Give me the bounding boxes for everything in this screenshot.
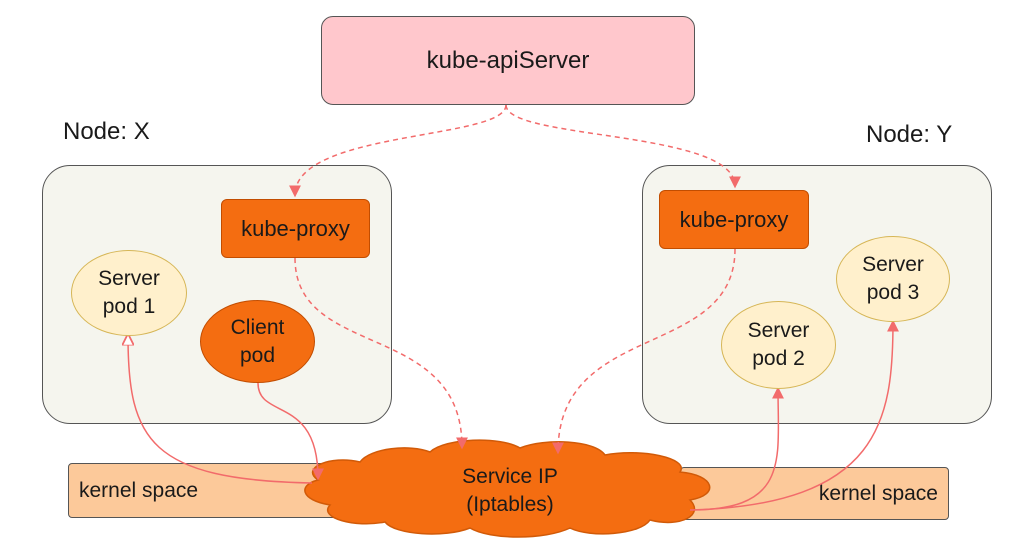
server-pod-3-line2: pod 3 [866,281,920,304]
service-ip-cloud [304,439,711,538]
server-pod-2: Server pod 2 [721,301,836,389]
kernel-space-y: kernel space [680,467,949,520]
client-pod-line1: Client [230,315,285,339]
server-pod-1-line1: Server [98,267,160,290]
kube-proxy-x-label: kube-proxy [241,215,350,241]
edge-api-to-proxy-y [505,104,741,189]
service-ip-line2: (Iptables) [466,493,554,516]
service-ip-label: Service IP (Iptables) [420,463,600,519]
server-pod-3-line1: Server [862,253,924,276]
kube-apiserver-label: kube-apiServer [426,46,590,74]
kube-proxy-y-label: kube-proxy [679,206,789,232]
edge-proxy-x-to-service [294,257,468,450]
server-pod-2-line1: Server [747,319,810,342]
kernel-space-y-label: kernel space [818,481,938,505]
server-pod-1-line2: pod 1 [102,295,156,318]
server-pod-1: Server pod 1 [71,250,187,336]
node-x-label: Node: X [63,118,150,145]
client-pod-line2: pod [239,343,276,367]
kernel-space-x: kernel space [68,463,340,518]
edge-service-to-server-pod-3 [689,319,899,511]
edge-service-to-server-pod-1 [128,336,313,484]
edge-client-to-service [257,382,324,481]
node-y-label: Node: Y [866,121,953,148]
edge-proxy-y-to-service [552,248,736,455]
server-pod-2-line2: pod 2 [752,347,805,370]
edge-api-to-proxy-x [289,104,507,198]
kube-proxy-x: kube-proxy [221,199,370,258]
server-pod-3: Server pod 3 [836,236,950,322]
kube-apiserver-box: kube-apiServer [321,16,695,105]
kube-proxy-y: kube-proxy [659,190,809,249]
service-ip-line1: Service IP [462,465,558,488]
kernel-space-x-label: kernel space [79,478,199,502]
client-pod: Client pod [200,300,315,383]
